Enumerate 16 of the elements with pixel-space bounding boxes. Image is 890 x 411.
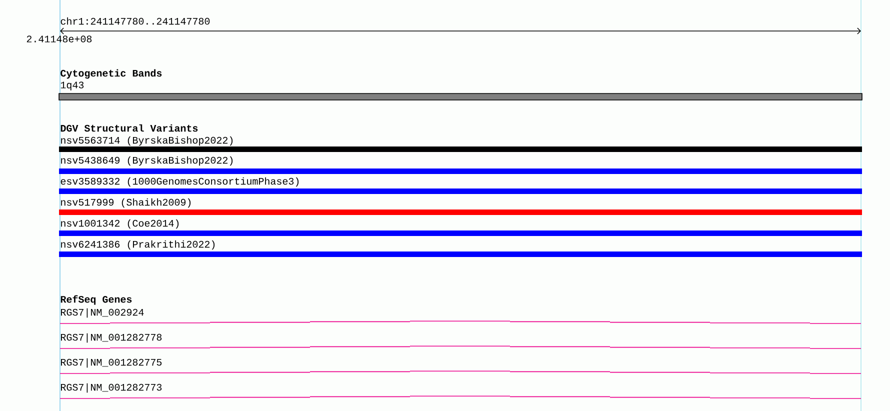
track-title: RefSeq Genes: [60, 295, 132, 305]
track-label: nsv5438649 (ByrskaBishop2022): [61, 156, 233, 166]
track-label: RGS7|NM_002924: [61, 308, 144, 318]
track-title: DGV Structural Variants: [60, 124, 198, 132]
track-label: nsv517999 (Shaikh2009): [61, 198, 191, 208]
track-label: RGS7|NM_001282775: [61, 358, 162, 368]
track-label: 1q43: [60, 82, 84, 90]
track-label: RGS7|NM_001282773: [61, 383, 162, 393]
track-label: nsv1001342 (Coe2014): [61, 219, 179, 229]
track-label: chr1:241147780..241147780: [60, 17, 210, 25]
track-label: RGS7|NM_001282778: [61, 333, 162, 343]
track-label: nsv6241386 (Prakrithi2022): [61, 240, 215, 250]
track-label: nsv5563714 (ByrskaBishop2022): [61, 136, 233, 146]
track-title: Cytogenetic Bands: [60, 69, 162, 79]
track-label: 2.41148e+08: [26, 36, 92, 42]
track-label: esv3589332 (1000GenomesConsortiumPhase3): [60, 177, 299, 187]
